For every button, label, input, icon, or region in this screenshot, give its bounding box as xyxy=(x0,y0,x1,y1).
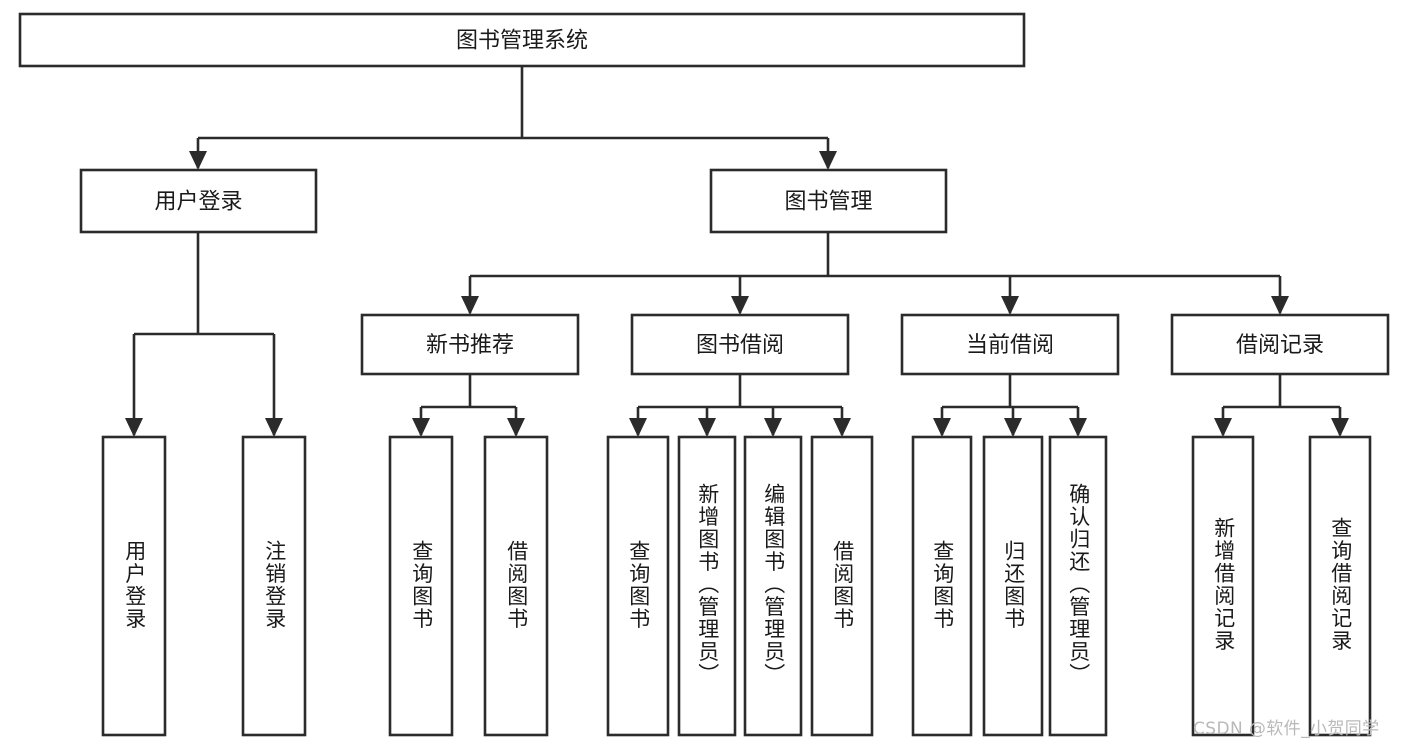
arrow-head-icon-add-book xyxy=(698,418,716,437)
arrow-head-icon-b-book-1 xyxy=(507,418,525,437)
node-label-borrow-record: 借阅记录 xyxy=(1236,333,1324,358)
node-box-add-book[interactable] xyxy=(677,435,737,737)
node-box-b-book-1[interactable] xyxy=(483,435,549,737)
arrow-head-icon-b-book-2 xyxy=(833,418,851,437)
node-box-q-book-3[interactable] xyxy=(911,435,973,737)
arrow-head-icon-q-book-1 xyxy=(412,418,430,437)
node-boxes xyxy=(18,12,1390,737)
node-label-user-login: 用户登录 xyxy=(154,190,242,215)
node-box-return-book[interactable] xyxy=(982,435,1044,737)
node-label-book-borrow: 图书借阅 xyxy=(696,333,784,358)
node-box-borrow-record[interactable] xyxy=(1170,313,1390,376)
node-box-user-login-leaf[interactable] xyxy=(101,435,167,737)
arrow-head-icon-user-login xyxy=(189,151,207,170)
node-label-current-borrow: 当前借阅 xyxy=(966,333,1054,358)
node-box-current-borrow[interactable] xyxy=(900,313,1120,376)
node-box-q-book-2[interactable] xyxy=(606,435,670,737)
node-box-new-book-rec[interactable] xyxy=(360,313,580,376)
node-box-book-manage[interactable] xyxy=(709,168,948,234)
node-box-query-record[interactable] xyxy=(1308,435,1372,737)
arrow-head-icon-query-record xyxy=(1331,418,1349,437)
arrow-head-icon-new-book-rec xyxy=(461,296,479,315)
arrow-head-icon-confirm-return xyxy=(1069,418,1087,437)
arrow-head-icon-book-manage xyxy=(819,151,837,170)
arrow-head-icon-borrow-record xyxy=(1271,296,1289,315)
node-label-book-manage: 图书管理 xyxy=(784,190,872,215)
node-box-root[interactable] xyxy=(18,12,1026,68)
connector-lines xyxy=(125,66,1349,437)
node-box-add-record[interactable] xyxy=(1191,435,1255,737)
arrow-head-icon-edit-book xyxy=(764,418,782,437)
node-box-b-book-2[interactable] xyxy=(810,435,874,737)
node-box-edit-book[interactable] xyxy=(743,435,803,737)
arrow-head-icon-book-borrow xyxy=(731,296,749,315)
node-box-q-book-1[interactable] xyxy=(388,435,454,737)
node-box-user-login[interactable] xyxy=(79,168,318,234)
arrow-head-icon-return-book xyxy=(1004,418,1022,437)
arrow-head-icon-q-book-3 xyxy=(933,418,951,437)
arrow-head-icon-q-book-2 xyxy=(629,418,647,437)
node-label-new-book-rec: 新书推荐 xyxy=(426,333,514,358)
node-box-user-logout-leaf[interactable] xyxy=(241,435,307,737)
watermark: CSDN @软件_小贺同学 xyxy=(1193,719,1380,739)
arrow-head-icon-user-logout-leaf xyxy=(265,418,283,437)
node-box-confirm-return[interactable] xyxy=(1048,435,1108,737)
arrow-head-icon-user-login-leaf xyxy=(125,418,143,437)
arrow-head-icon-add-record xyxy=(1214,418,1232,437)
arrow-head-icon-current-borrow xyxy=(1001,296,1019,315)
node-box-book-borrow[interactable] xyxy=(630,313,850,376)
node-label-root: 图书管理系统 xyxy=(456,29,588,54)
